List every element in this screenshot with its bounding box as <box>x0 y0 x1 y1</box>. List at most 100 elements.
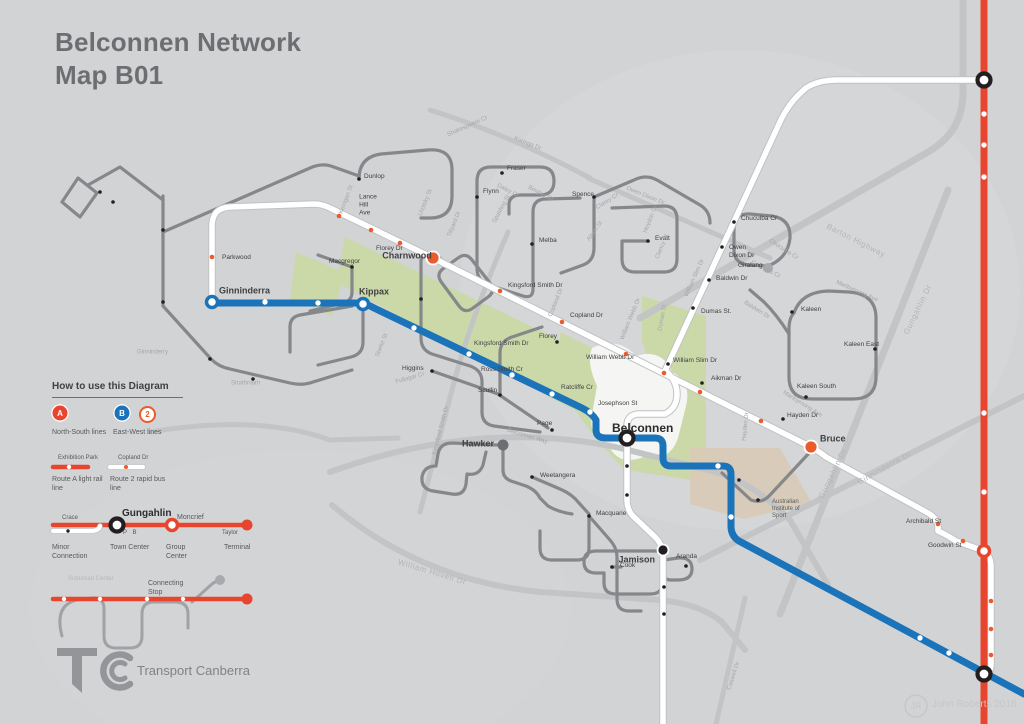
legend-town-center <box>108 516 126 534</box>
legend-terminal-name: Taylor <box>222 530 239 536</box>
connecting-stop <box>368 227 374 233</box>
minor-connection <box>587 514 591 518</box>
legend-suburban-center <box>215 575 225 585</box>
minor-connection <box>550 428 554 432</box>
background-roads <box>147 0 1024 724</box>
suburban-center <box>763 263 773 273</box>
connecting-stop <box>623 351 629 357</box>
legend-light-rail-stop <box>66 464 72 470</box>
minor-connection <box>111 200 115 204</box>
legend-minor-dot <box>66 529 70 533</box>
minor-connection <box>475 195 479 199</box>
legend-terminal-caption: Terminal <box>224 544 251 551</box>
legend-route-2-badge: 2 <box>139 406 156 423</box>
minor-connection <box>530 242 534 246</box>
connecting-stop <box>336 213 342 219</box>
legend-samples <box>50 464 253 650</box>
connecting-stop <box>981 489 987 495</box>
minor-connection <box>756 498 760 502</box>
minor-connection <box>666 362 670 366</box>
minor-connection <box>873 347 877 351</box>
legend-light-rail-station: Exhibition Park <box>58 455 99 461</box>
minor-connection <box>720 245 724 249</box>
connecting-stop <box>497 288 503 294</box>
legend-light-rail-caption: Route A light rail line <box>52 476 103 493</box>
legend-minor-name: Crace <box>62 515 79 521</box>
connecting-stop <box>728 514 734 520</box>
minor-connection <box>430 369 434 373</box>
minor-connection <box>700 381 704 385</box>
group-center <box>425 250 441 266</box>
legend-rapid-caption: Route 2 rapid bus line <box>110 476 166 493</box>
legend-rapid-stop <box>124 465 128 469</box>
minor-connection <box>662 612 666 616</box>
minor-connection <box>737 478 741 482</box>
route-b-blue-line <box>208 299 1024 698</box>
legend-suburban-label: Suburban Center <box>68 576 114 582</box>
minor-connection <box>804 395 808 399</box>
minor-connection <box>662 585 666 589</box>
legend-group-caption: Group Center <box>166 544 188 561</box>
minor-connection <box>357 177 361 181</box>
minor-connection <box>781 417 785 421</box>
minor-connection <box>161 228 165 232</box>
legend-town-sub: P B <box>123 530 139 536</box>
town-center <box>975 665 993 683</box>
stations-layer <box>98 71 994 683</box>
town-center <box>656 543 670 557</box>
legend-rapid-station: Copland Dr <box>118 455 149 461</box>
legend-connecting-dot <box>144 596 150 602</box>
legend-town-name: Gungahlin <box>122 508 172 519</box>
connecting-stop <box>209 254 215 260</box>
connecting-stop <box>988 652 994 658</box>
town-center <box>975 71 993 89</box>
group-center <box>355 296 371 312</box>
connecting-stop <box>587 409 593 415</box>
minor-connection <box>625 464 629 468</box>
legend-minor-line <box>50 523 103 534</box>
connecting-stop <box>935 521 941 527</box>
legend-heading: How to use this Diagram <box>52 381 183 398</box>
title-line1: Belconnen Network <box>55 27 302 57</box>
minor-connection <box>707 278 711 282</box>
connecting-stop <box>988 598 994 604</box>
connecting-stop <box>697 389 703 395</box>
suburban-routes <box>60 148 878 613</box>
legend-group-name: Moncrief <box>177 514 204 521</box>
title-line2: Map B01 <box>55 60 164 90</box>
connecting-stop <box>981 142 987 148</box>
legend-route-a-badge: A <box>51 404 69 422</box>
minor-connection <box>251 377 255 381</box>
watermark-logo <box>904 694 928 718</box>
connecting-stop <box>466 351 472 357</box>
watermark-text: John Roberts 2016 <box>932 699 1017 710</box>
group-center <box>204 294 220 310</box>
page-title: Belconnen Network Map B01 <box>55 26 301 92</box>
minor-connection <box>592 195 596 199</box>
watermark-monogram: JR <box>910 701 922 711</box>
connecting-stop <box>981 111 987 117</box>
connecting-stop <box>715 463 721 469</box>
minor-connection <box>684 564 688 568</box>
minor-connection <box>610 565 614 569</box>
legend-ns-label: North-South lines <box>52 429 107 436</box>
minor-connection <box>98 190 102 194</box>
connecting-stop <box>960 538 966 544</box>
transport-canberra-wordmark: Transport Canberra <box>137 663 250 678</box>
connecting-stop <box>315 300 321 306</box>
suburban-center <box>497 439 509 451</box>
legend-town-caption: Town Center <box>110 544 150 551</box>
connecting-stop <box>397 240 403 246</box>
connecting-stop <box>509 372 515 378</box>
legend-connecting-label: Connecting Stop <box>148 580 184 597</box>
connecting-stop <box>946 650 952 656</box>
connecting-stop <box>549 391 555 397</box>
legend-route-b-badge: B <box>113 404 131 422</box>
minor-connection <box>691 306 695 310</box>
minor-connection <box>161 300 165 304</box>
connecting-stop <box>262 299 268 305</box>
connecting-stop <box>981 410 987 416</box>
connecting-stop <box>559 319 565 325</box>
